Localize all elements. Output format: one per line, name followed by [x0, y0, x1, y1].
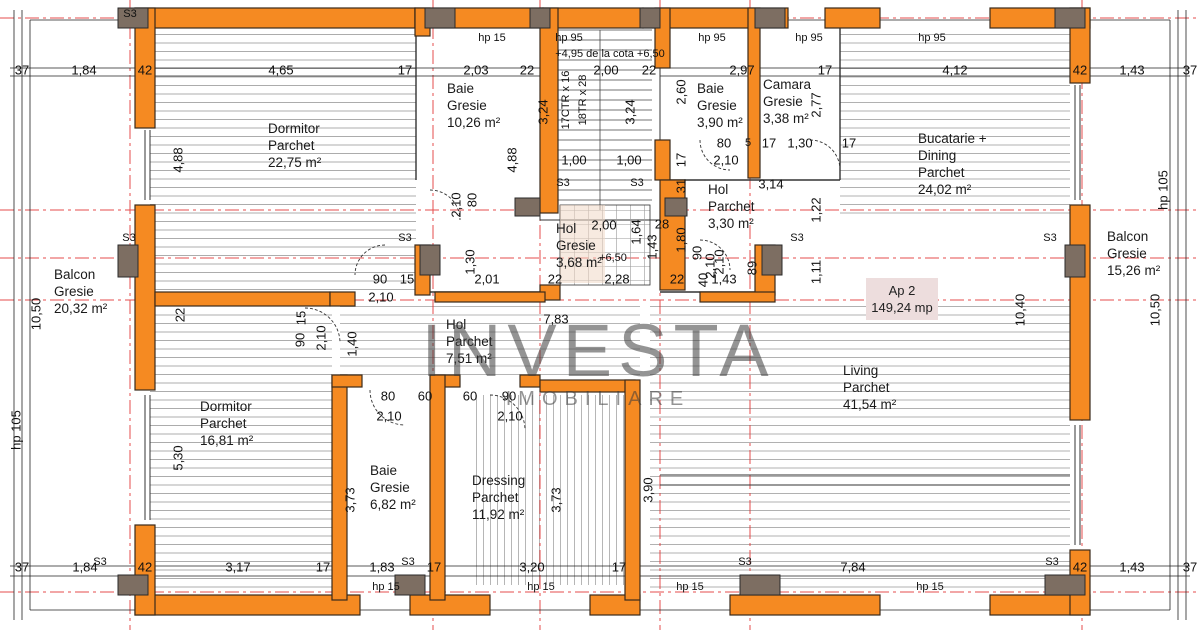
- walls: [134, 7, 1091, 616]
- staircase: [539, 19, 661, 286]
- floor-hatching: [30, 28, 1170, 590]
- windows: [144, 85, 1081, 545]
- pillars: [117, 7, 1086, 596]
- door-swings: [304, 139, 841, 431]
